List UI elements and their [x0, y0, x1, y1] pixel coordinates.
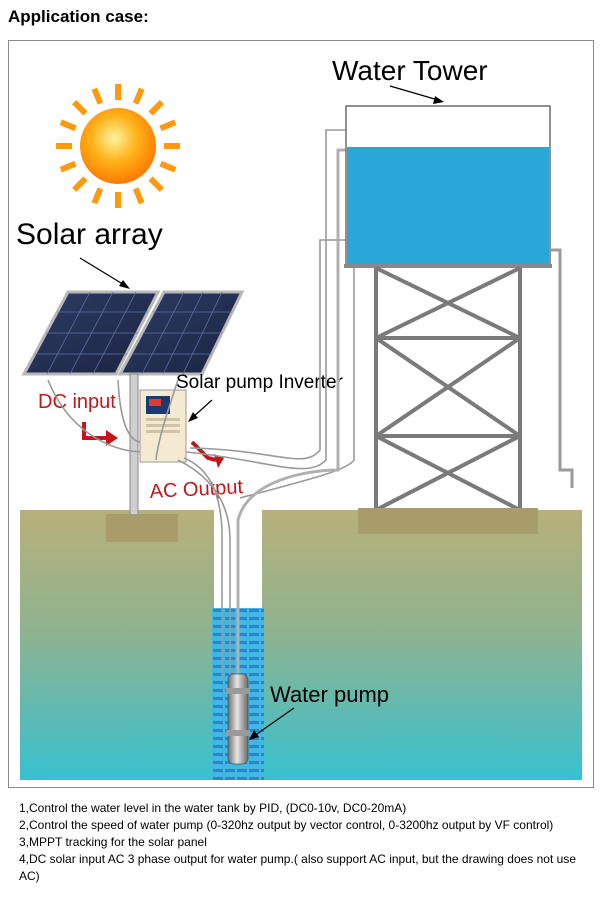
ac-output-arrow	[190, 440, 224, 468]
sun-icon	[56, 84, 180, 208]
note-item-4: 4,DC solar input AC 3 phase output for w…	[19, 852, 576, 883]
water-tower-pointer-arrow	[389, 85, 444, 104]
cables	[47, 129, 355, 680]
water-pump-label: Water pump	[270, 682, 389, 707]
solar-array-label: Solar array	[16, 218, 163, 251]
inverter-pointer-arrow	[188, 399, 213, 422]
water-pipe	[236, 148, 350, 680]
water-tower-icon	[344, 105, 574, 534]
page-title: Application case:	[8, 7, 149, 26]
solar-panel-icon	[21, 290, 245, 376]
solar-array-pointer-arrow	[79, 257, 130, 289]
note-item-2: 2,Control the speed of water pump (0-320…	[19, 818, 554, 832]
water-tower-label: Water Tower	[332, 55, 488, 86]
dc-input-label: DC input	[38, 391, 116, 413]
pump-icon	[226, 673, 250, 765]
water-pump-pointer-arrow	[249, 707, 295, 740]
ground	[20, 510, 582, 780]
note-item-3: 3,MPPT tracking for the solar panel	[19, 835, 207, 849]
ac-output-label: AC Output	[149, 476, 244, 503]
panel-mount-post	[106, 373, 178, 542]
application-diagram: Solar array	[8, 40, 594, 788]
note-item-1: 1,Control the water level in the water t…	[19, 801, 407, 815]
dc-input-arrow	[82, 422, 118, 446]
inverter-label: Solar pump Inverter	[176, 372, 344, 393]
notes-list: 1,Control the water level in the water t…	[19, 800, 589, 885]
